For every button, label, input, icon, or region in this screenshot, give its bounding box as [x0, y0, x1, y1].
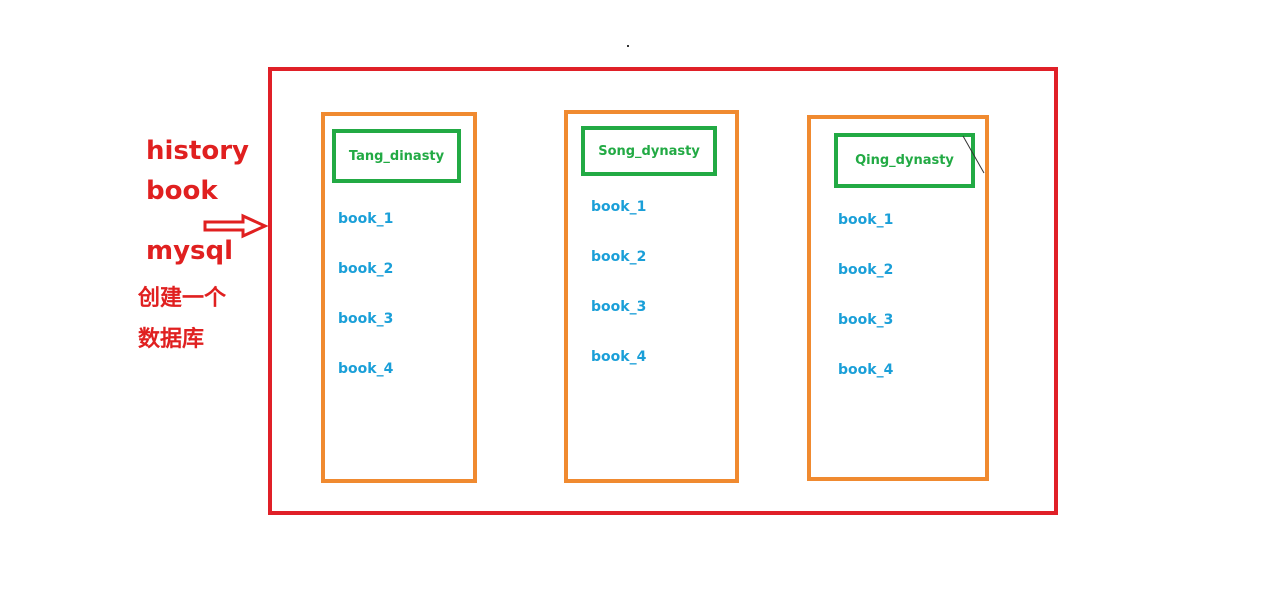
- label-history: history: [146, 136, 249, 166]
- table-row-qing-1: book_1: [838, 212, 894, 228]
- table-row-qing-4: book_4: [838, 362, 894, 378]
- right-arrow-icon: [203, 213, 269, 239]
- table-row-song-1: book_1: [591, 199, 647, 215]
- table-title-text: Song_dynasty: [598, 143, 700, 159]
- table-box-qing: [807, 115, 989, 481]
- table-row-song-3: book_3: [591, 299, 647, 315]
- label-create-a: 创建一个: [138, 286, 227, 311]
- table-title-text: Qing_dynasty: [855, 153, 954, 168]
- table-row-tang-1: book_1: [338, 211, 394, 227]
- table-title-text: Tang_dinasty: [348, 148, 445, 164]
- table-row-tang-4: book_4: [338, 361, 394, 377]
- label-mysql: mysql: [146, 236, 234, 266]
- label-book: book: [146, 176, 218, 206]
- table-box-tang: [321, 112, 477, 483]
- stray-dot: [627, 45, 629, 47]
- table-row-qing-2: book_2: [838, 262, 894, 278]
- table-title-qing: Qing_dynasty: [834, 133, 975, 188]
- table-row-song-4: book_4: [591, 349, 647, 365]
- table-box-song: [564, 110, 739, 483]
- table-row-tang-2: book_2: [338, 261, 394, 277]
- table-title-song: Song_dynasty: [581, 126, 717, 176]
- table-title-tang: Tang_dinasty: [332, 129, 461, 183]
- table-row-song-2: book_2: [591, 249, 647, 265]
- stray-line: [962, 135, 985, 174]
- database-box: [268, 67, 1058, 515]
- table-row-qing-3: book_3: [838, 312, 894, 328]
- label-database: 数据库: [138, 327, 205, 352]
- table-row-tang-3: book_3: [338, 311, 394, 327]
